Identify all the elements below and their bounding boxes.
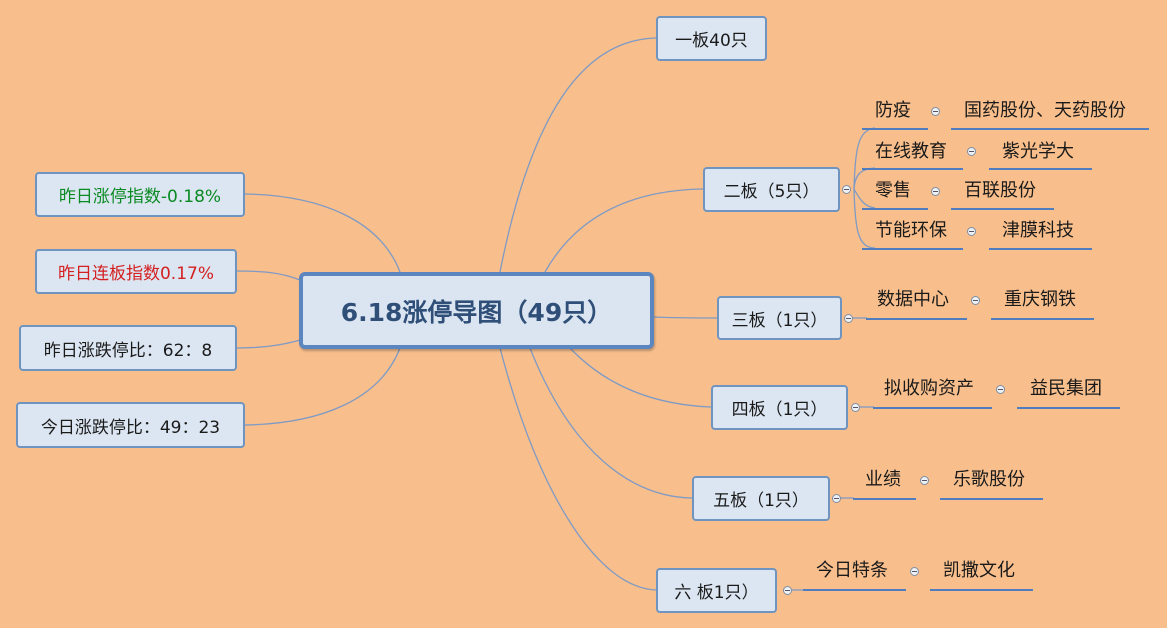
collapse-toggle-icon[interactable] xyxy=(832,494,841,503)
collapse-toggle-icon[interactable] xyxy=(910,567,919,576)
link-left-2 xyxy=(235,270,301,281)
stock-underline xyxy=(930,589,1033,591)
stock-underline xyxy=(951,128,1149,130)
sector-underline xyxy=(862,248,963,250)
board-3[interactable]: 三板（1只） xyxy=(717,296,842,340)
link-b2-sector-1 xyxy=(853,127,876,190)
sector-underline xyxy=(873,407,992,409)
sector-underline xyxy=(853,498,916,500)
collapse-toggle-icon[interactable] xyxy=(967,147,976,156)
sector-label[interactable]: 节能环保 xyxy=(875,220,947,241)
link-left-3 xyxy=(235,339,301,349)
collapse-toggle-icon[interactable] xyxy=(931,107,940,116)
sector-label[interactable]: 数据中心 xyxy=(877,289,949,310)
sector-underline xyxy=(862,208,928,210)
left-node-today-ratio[interactable]: 今日涨跌停比：49：23 xyxy=(16,402,245,448)
left-node-yesterday-ratio[interactable]: 昨日涨跌停比：62：8 xyxy=(19,325,237,371)
sector-label[interactable]: 零售 xyxy=(875,180,911,201)
stock-label[interactable]: 国药股份、天药股份 xyxy=(964,100,1126,121)
board-1[interactable]: 一板40只 xyxy=(656,16,767,61)
stock-underline xyxy=(940,498,1043,500)
stock-label[interactable]: 百联股份 xyxy=(964,180,1036,201)
collapse-toggle-icon[interactable] xyxy=(971,296,980,305)
link-board-2 xyxy=(544,188,704,273)
collapse-toggle-icon[interactable] xyxy=(996,385,1005,394)
stock-label[interactable]: 津膜科技 xyxy=(1002,220,1074,241)
link-left-4 xyxy=(243,347,401,426)
sector-underline xyxy=(803,589,906,591)
sector-label[interactable]: 今日特条 xyxy=(816,560,888,581)
link-b2-sector-2 xyxy=(853,167,876,190)
stock-underline xyxy=(951,208,1054,210)
stock-label[interactable]: 益民集团 xyxy=(1030,378,1102,399)
sector-label[interactable]: 拟收购资产 xyxy=(884,378,974,399)
link-b2-sector-3 xyxy=(853,188,876,209)
stock-underline xyxy=(991,318,1094,320)
collapse-toggle-icon[interactable] xyxy=(842,185,851,194)
stock-underline xyxy=(989,248,1092,250)
central-topic[interactable]: 6.18涨停导图（49只） xyxy=(299,272,654,349)
link-board-6 xyxy=(499,347,657,591)
collapse-toggle-icon[interactable] xyxy=(931,187,940,196)
stock-label[interactable]: 紫光学大 xyxy=(1002,141,1074,162)
stock-underline xyxy=(1017,407,1120,409)
link-b2-sector-4 xyxy=(853,188,876,249)
collapse-toggle-icon[interactable] xyxy=(920,476,929,485)
stock-label[interactable]: 凯撒文化 xyxy=(943,560,1015,581)
board-2[interactable]: 二板（5只） xyxy=(703,167,840,212)
link-left-1 xyxy=(243,193,401,273)
board-6[interactable]: 六 板1只） xyxy=(656,568,777,613)
left-node-consecutive-index[interactable]: 昨日连板指数0.17% xyxy=(35,249,237,294)
collapse-toggle-icon[interactable] xyxy=(844,314,853,323)
board-4[interactable]: 四板（1只） xyxy=(711,385,848,430)
board-5[interactable]: 五板（1只） xyxy=(692,476,830,521)
link-board-1 xyxy=(499,37,657,273)
sector-label[interactable]: 业绩 xyxy=(865,469,901,490)
sector-underline xyxy=(862,128,928,130)
link-board-3 xyxy=(652,316,718,319)
collapse-toggle-icon[interactable] xyxy=(783,586,792,595)
sector-underline xyxy=(866,318,967,320)
sector-label[interactable]: 在线教育 xyxy=(875,141,947,162)
left-node-limitup-index[interactable]: 昨日涨停指数-0.18% xyxy=(35,172,245,217)
stock-underline xyxy=(989,168,1092,170)
sector-underline xyxy=(862,168,963,170)
stock-label[interactable]: 乐歌股份 xyxy=(953,469,1025,490)
link-board-5 xyxy=(529,347,693,499)
collapse-toggle-icon[interactable] xyxy=(967,227,976,236)
sector-label[interactable]: 防疫 xyxy=(875,100,911,121)
collapse-toggle-icon[interactable] xyxy=(851,403,860,412)
link-board-4 xyxy=(569,347,712,408)
stock-label[interactable]: 重庆钢铁 xyxy=(1004,289,1076,310)
